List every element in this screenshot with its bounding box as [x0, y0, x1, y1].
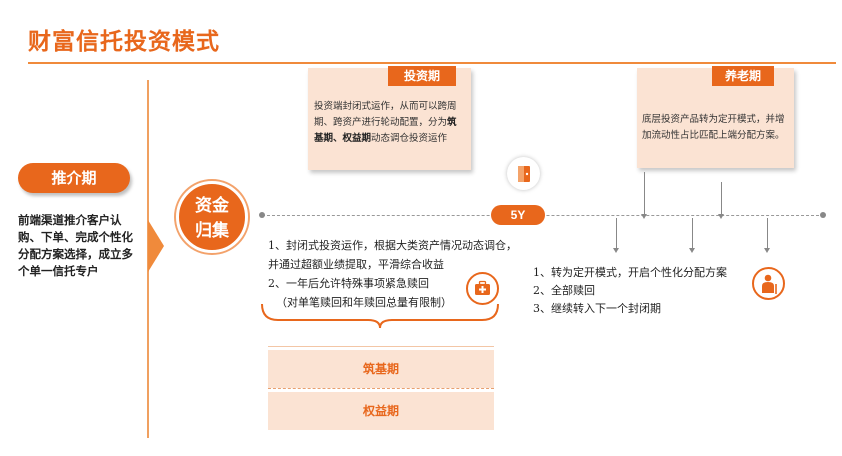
investment-details-list: 1、封闭式投资运作，根据大类资产情况动态调仓，并通过超额业绩提取，平滑综合收益 … — [268, 236, 518, 312]
investment-detail-2: 2、一年后允许特殊事项紧急赎回 — [268, 277, 429, 290]
five-year-badge: 5Y — [491, 205, 545, 225]
pension-period-label: 养老期 — [712, 66, 774, 86]
timeline-end-dot — [820, 212, 826, 218]
promotion-period-text: 前端渠道推介客户认购、下单、完成个性化分配方案选择，成立多个单一信托专户 — [18, 213, 133, 278]
door-icon — [507, 157, 540, 190]
phase-separator — [268, 388, 494, 389]
page-title: 财富信托投资模式 — [28, 28, 220, 55]
pension-detail-3: 3、继续转入下一个封闭期 — [533, 302, 661, 315]
fund-collection-line-2: 归集 — [195, 221, 229, 241]
timeline-arrow-1 — [641, 172, 647, 219]
pension-arrow-3 — [764, 218, 770, 253]
investment-period-label: 投资期 — [388, 66, 456, 86]
equity-term: 权益期 — [342, 133, 372, 144]
phase-table: 筑基期 权益期 — [268, 346, 494, 430]
pension-period-description: 底层投资产品转为定开模式，并增加流动性占比匹配上端分配方案。 — [642, 114, 785, 141]
timeline-arrow-2 — [718, 182, 724, 219]
title-rule — [28, 62, 836, 64]
timeline-start-dot — [259, 212, 265, 218]
phase-table-top-rule — [268, 346, 494, 347]
chevron-right-icon — [148, 220, 164, 272]
pension-arrow-1 — [613, 218, 619, 253]
fund-collection-line-1: 资金 — [195, 196, 229, 216]
pension-detail-1: 1、转为定开模式，开启个性化分配方案 — [533, 266, 727, 279]
pension-details-list: 1、转为定开模式，开启个性化分配方案 2、全部赎回 3、继续转入下一个封闭期 — [533, 264, 733, 318]
medical-kit-icon — [466, 272, 499, 305]
pension-detail-2: 2、全部赎回 — [533, 284, 595, 297]
investment-desc-part-2: 动态调仓投资运作 — [371, 133, 448, 144]
investment-bracket — [261, 303, 499, 329]
term-separator: 、 — [333, 133, 343, 144]
promotion-period-pill: 推介期 — [18, 163, 130, 193]
phase-equity: 权益期 — [268, 392, 494, 430]
phase-foundation: 筑基期 — [268, 350, 494, 388]
investment-detail-1: 1、封闭式投资运作，根据大类资产情况动态调仓，并通过超额业绩提取，平滑综合收益 — [268, 239, 517, 271]
investment-detail-3: （对单笔赎回和年赎回总量有限制） — [276, 296, 452, 309]
investment-desc-part-1: 投资端封闭式运作，从而可以跨周期、跨资产进行轮动配置，分为 — [314, 101, 457, 128]
investment-period-description: 投资端封闭式运作，从而可以跨周期、跨资产进行轮动配置，分为筑基期、权益期动态调仓… — [314, 99, 466, 147]
elderly-person-icon — [752, 267, 785, 300]
fund-collection-circle: 资金 归集 — [176, 181, 248, 253]
foundation-term: 筑基期 — [314, 117, 457, 144]
pension-arrow-2 — [689, 218, 695, 253]
